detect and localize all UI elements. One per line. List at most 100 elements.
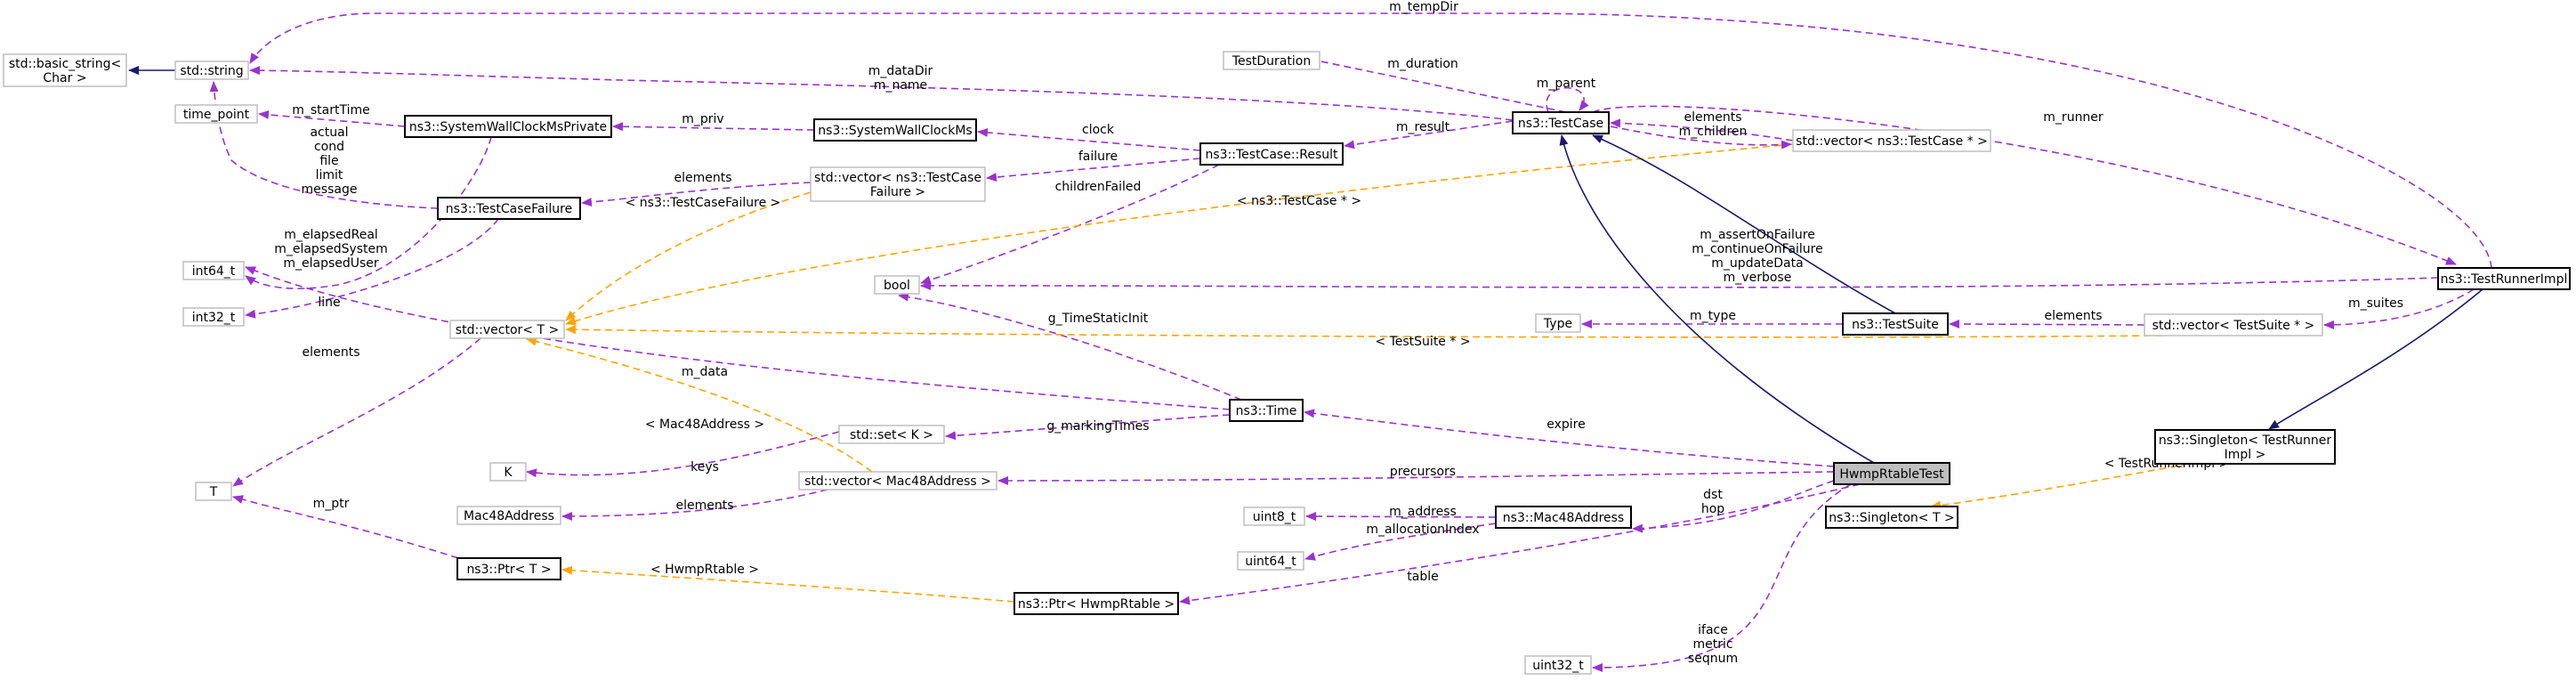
edge-label-m-allocationindex-0: m_allocationIndex [1366, 523, 1479, 537]
class-node-box [456, 506, 561, 525]
class-node-box [182, 261, 245, 280]
class-node-label: ns3::Singleton< TestRunner [2159, 434, 2332, 448]
edge-dep-20 [1610, 126, 1792, 150]
class-node-runner-impl[interactable]: ns3::TestRunnerImpl [2437, 267, 2571, 290]
edge-label-m-runner-0: m_runner [2043, 110, 2104, 125]
edge-dep-3 [258, 109, 406, 127]
class-node-ptr-rtable[interactable]: ns3::Ptr< HwmpRtable > [1013, 592, 1179, 615]
class-node-box [1495, 506, 1632, 529]
edge-dep-10 [581, 182, 812, 207]
edge-label-dst-hop-1: hop [1701, 502, 1724, 516]
class-node-k[interactable]: K [489, 462, 527, 482]
edge-dep-30 [945, 414, 1231, 441]
class-node-vec-mac48[interactable]: std::vector< Mac48Address > [798, 471, 997, 490]
class-node-std-string[interactable]: std::string [174, 61, 249, 80]
edge-dep-14 [920, 164, 1220, 285]
class-node-ns3-testcase[interactable]: ns3::TestCase [1512, 111, 1610, 134]
class-node-std-vector-t[interactable]: std::vector< T > [449, 320, 565, 339]
edge-label-elements-t-0: elements [302, 345, 359, 360]
class-node-testcase-failure[interactable]: ns3::TestCaseFailure [437, 197, 581, 220]
class-node-ptr-t[interactable]: ns3::Ptr< T > [456, 557, 561, 580]
edge-label-children-failed-0: childrenFailed [1055, 180, 1142, 194]
class-node-singleton-tri[interactable]: ns3::Singleton< TestRunnerImpl > [2154, 429, 2336, 465]
edge-label-m-tempdir-0: m_tempDir [1389, 0, 1458, 14]
class-node-box [813, 118, 977, 142]
class-node-box [1199, 142, 1344, 166]
class-node-ns3-time[interactable]: ns3::Time [1229, 399, 1304, 422]
class-node-vec-testsuite[interactable]: std::vector< TestSuite * > [2144, 313, 2323, 336]
edge-label-m-result-0: m_result [1396, 120, 1450, 134]
class-node-label: uint64_t [1245, 555, 1296, 569]
edge-dep-16 [1344, 120, 1514, 150]
edge-label-dst-hop-0: dst [1703, 488, 1723, 502]
diagram-edges [128, 12, 2492, 672]
class-node-int32[interactable]: int32_t [182, 307, 245, 327]
edge-dep-9 [612, 122, 815, 132]
class-node-box [449, 320, 565, 339]
edge-label-failure-members-3: limit [316, 168, 343, 182]
class-node-uint8[interactable]: uint8_t [1243, 507, 1305, 526]
class-node-box [1013, 592, 1179, 615]
edge-dep-33 [997, 471, 1835, 485]
class-node-label: uint32_t [1532, 659, 1584, 673]
class-node-test-duration[interactable]: TestDuration [1223, 51, 1320, 70]
class-node-label: uint8_t [1253, 510, 1296, 524]
edge-label-g-markingtimes-0: g_markingTimes [1046, 419, 1149, 434]
class-node-type[interactable]: Type [1535, 313, 1581, 333]
class-node-singleton-t[interactable]: ns3::Singleton< T > [1825, 506, 1958, 529]
edge-label-failure-members-4: message [302, 182, 358, 197]
class-node-test-suite[interactable]: ns3::TestSuite [1842, 312, 1949, 336]
class-node-label: K [504, 466, 513, 480]
edge-label-m-suites-0: m_suites [2348, 296, 2403, 311]
class-node-int64[interactable]: int64_t [182, 261, 245, 280]
edge-label-elements-children-0: elements [1684, 110, 1741, 125]
edge-label-m-duration-0: m_duration [1387, 57, 1458, 71]
edge-label-m-address-0: m_address [1389, 505, 1457, 519]
class-node-clock-ms[interactable]: ns3::SystemWallClockMs [813, 118, 977, 142]
class-node-label: ns3::Ptr< T > [466, 563, 551, 577]
edge-dep-25 [1949, 320, 2145, 329]
class-node-basic-string[interactable]: std::basic_string<Char > [3, 53, 127, 87]
class-node-box [1833, 462, 1950, 485]
class-node-box [1237, 551, 1304, 571]
edge-dep-38 [1304, 523, 1497, 561]
class-node-time-point[interactable]: time_point [174, 104, 258, 124]
class-node-box [3, 53, 127, 87]
edge-dep-36 [1632, 480, 1835, 533]
edge-dep-41 [1592, 483, 1852, 672]
edge-label-clock-0: clock [1082, 123, 1115, 137]
edge-dep-1 [249, 12, 2492, 269]
class-node-ns3-mac48[interactable]: ns3::Mac48Address [1495, 506, 1632, 529]
edge-dep-22 [920, 277, 2439, 290]
class-node-mac48[interactable]: Mac48Address [456, 506, 561, 525]
class-node-std-set[interactable]: std::set< K > [838, 425, 945, 444]
edge-label-m-starttime-0: m_startTime [292, 103, 370, 118]
class-node-hwmp-test[interactable]: HwmpRtableTest [1833, 462, 1950, 485]
class-node-label: std::set< K > [850, 428, 933, 442]
class-node-t[interactable]: T [195, 482, 232, 501]
edge-label-elapsed-0: m_elapsedReal [284, 228, 378, 242]
class-node-testcase-result[interactable]: ns3::TestCase::Result [1199, 142, 1344, 166]
class-node-label: std::vector< Mac48Address > [804, 474, 991, 489]
class-node-clock-private[interactable]: ns3::SystemWallClockMsPrivate [404, 115, 612, 138]
edge-dep-6 [245, 218, 499, 319]
class-node-box [174, 104, 258, 124]
edge-label-iface-1: metric [1692, 637, 1732, 652]
class-node-bool[interactable]: bool [874, 275, 920, 295]
edge-label-tpl-failure-0: < ns3::TestCaseFailure > [626, 196, 781, 210]
class-node-uint64[interactable]: uint64_t [1237, 551, 1304, 571]
class-node-label: std::basic_string< [9, 57, 121, 71]
class-node-label: ns3::Mac48Address [1503, 511, 1624, 525]
class-node-box [404, 115, 612, 138]
class-node-vec-testcase[interactable]: std::vector< ns3::TestCase * > [1792, 129, 1991, 152]
edge-label-tpl-rtable-0: < HwmpRtable > [650, 563, 759, 577]
diagram-nodes: std::basic_string<Char > std::stringtime_… [3, 51, 2571, 675]
edge-dep-21 [1592, 105, 2457, 265]
class-node-label: std::vector< ns3::TestCase * > [1796, 134, 1988, 149]
edge-label-elapsed-2: m_elapsedUser [283, 256, 379, 271]
class-node-vec-failure[interactable]: std::vector< ns3::TestCaseFailure > [810, 166, 986, 202]
class-node-label: Impl > [2225, 448, 2266, 462]
edge-label-runner-bools-3: m_verbose [1724, 271, 1792, 285]
class-node-uint32[interactable]: uint32_t [1524, 655, 1592, 675]
edge-label-tpl-mac48-0: < Mac48Address > [645, 417, 764, 432]
